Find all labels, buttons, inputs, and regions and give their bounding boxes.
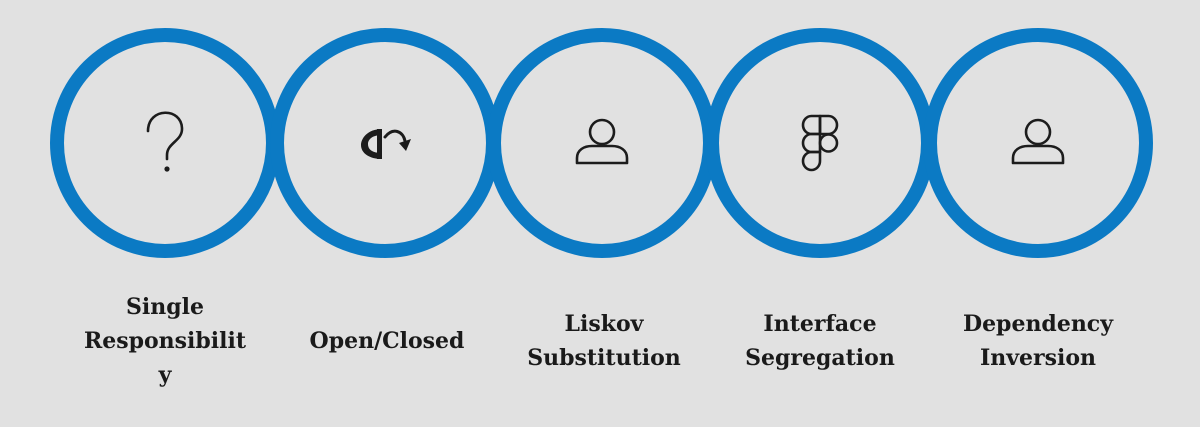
- user-icon: [1011, 118, 1065, 165]
- principle-label-interface-segregation: Interface Segregation: [745, 311, 895, 371]
- user-icon: [575, 118, 629, 165]
- onedrive-like-icon: [361, 129, 411, 159]
- principle-label-open-closed: Open/Closed: [309, 328, 465, 354]
- ring-open-closed: [270, 28, 500, 258]
- ring-single-responsibility: [50, 28, 280, 258]
- principle-label-liskov-substitution: Liskov Substitution: [527, 311, 681, 371]
- figma-icon: [801, 114, 839, 172]
- principle-label-dependency-inversion: Dependency Inversion: [962, 311, 1113, 371]
- question-mark-icon: [146, 111, 184, 172]
- principle-label-single-responsibility: Single Responsibilit y: [83, 294, 247, 388]
